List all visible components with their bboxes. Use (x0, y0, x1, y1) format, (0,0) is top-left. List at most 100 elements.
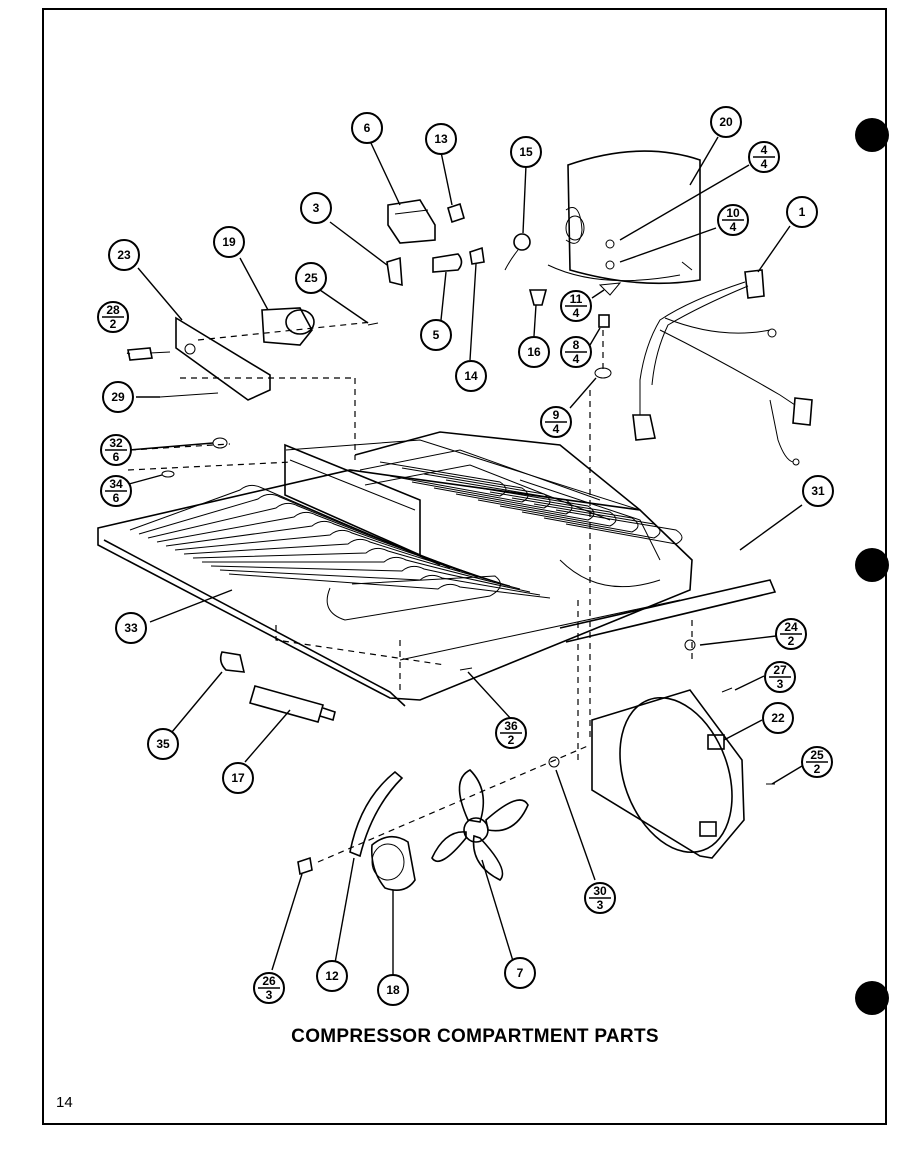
coil-tube (147, 502, 461, 572)
callout-part-number: 30 (593, 884, 607, 898)
callout-part-number: 19 (222, 235, 236, 249)
coil-tube (165, 520, 481, 578)
relay-parts (386, 199, 622, 379)
callout-4-4: 44 (748, 141, 780, 173)
diagram-title: COMPRESSOR COMPARTMENT PARTS (291, 1026, 659, 1047)
coil-tube (183, 538, 501, 584)
callout-30-3: 303 (584, 882, 616, 914)
callout-quantity: 2 (110, 317, 117, 331)
callout-part-number: 33 (124, 621, 138, 635)
callout-part-number: 15 (519, 145, 533, 159)
coil-tube (138, 493, 451, 569)
coil-tube (210, 565, 531, 593)
coil-tube (555, 509, 683, 545)
callout-quantity: 3 (777, 677, 784, 691)
callout-quantity: 2 (508, 733, 515, 747)
callout-29: 29 (102, 381, 134, 413)
callout-part-number: 10 (726, 206, 740, 220)
callout-33: 33 (115, 612, 147, 644)
callout-part-number: 5 (433, 328, 440, 342)
coil-tube (129, 484, 441, 566)
callout-part-number: 17 (231, 771, 245, 785)
callout-part-number: 34 (109, 477, 123, 491)
bracket-and-switch (127, 307, 379, 478)
callout-32-6: 326 (100, 434, 132, 466)
callout-25: 25 (295, 262, 327, 294)
condenser-base-pan (97, 439, 693, 707)
callout-15: 15 (510, 136, 542, 168)
callout-23: 23 (108, 239, 140, 271)
assembly-lines (127, 321, 693, 863)
callout-12: 12 (316, 960, 348, 992)
callout-part-number: 11 (570, 292, 583, 306)
callout-14: 14 (455, 360, 487, 392)
callout-10-4: 104 (717, 204, 749, 236)
callout-part-number: 35 (156, 737, 170, 751)
binder-hole-bottom (855, 981, 889, 1015)
callout-part-number: 4 (761, 143, 768, 157)
callout-part-number: 25 (304, 271, 318, 285)
callout-35: 35 (147, 728, 179, 760)
callout-quantity: 4 (553, 422, 560, 436)
drier-and-clip (219, 651, 336, 723)
callout-part-number: 12 (325, 969, 339, 983)
callout-quantity: 4 (573, 306, 580, 320)
callout-part-number: 24 (784, 620, 798, 634)
condenser-tube (559, 579, 777, 643)
callout-36-2: 362 (495, 717, 527, 749)
fan-blade-motor (297, 639, 775, 891)
callout-part-number: 13 (434, 132, 448, 146)
callout-part-number: 27 (773, 663, 787, 677)
coil-tube (423, 473, 551, 509)
callout-27-3: 273 (764, 661, 796, 693)
callout-part-number: 23 (117, 248, 131, 262)
callout-part-number: 18 (386, 983, 400, 997)
callout-quantity: 6 (113, 491, 120, 505)
callout-part-number: 22 (771, 711, 785, 725)
callout-9-4: 94 (540, 406, 572, 438)
callout-5: 5 (420, 319, 452, 351)
callout-13: 13 (425, 123, 457, 155)
coil-tube (511, 497, 639, 533)
callout-28-2: 282 (97, 301, 129, 333)
callout-part-number: 16 (527, 345, 541, 359)
binder-hole-middle (855, 548, 889, 582)
callout-quantity: 2 (814, 762, 821, 776)
callout-20: 20 (710, 106, 742, 138)
callout-quantity: 3 (266, 988, 273, 1002)
callout-part-number: 6 (364, 121, 371, 135)
coil-tube (174, 529, 491, 581)
callout-quantity: 4 (761, 157, 768, 171)
coil-tube (202, 556, 521, 590)
condenser-coil (129, 461, 683, 599)
callout-24-2: 242 (775, 618, 807, 650)
callout-34-6: 346 (100, 475, 132, 507)
fan-shroud (591, 689, 745, 859)
leader-lines (126, 136, 803, 977)
callout-11-4: 114 (560, 290, 592, 322)
callout-19: 19 (213, 226, 245, 258)
callout-25-2: 252 (801, 746, 833, 778)
callout-quantity: 3 (597, 898, 604, 912)
callout-part-number: 1 (799, 205, 806, 219)
page-number: 14 (56, 1094, 73, 1111)
callout-part-number: 29 (111, 390, 125, 404)
compressor (547, 150, 701, 285)
callout-part-number: 26 (262, 974, 276, 988)
binder-hole-top (855, 118, 889, 152)
callout-quantity: 4 (573, 352, 580, 366)
callout-quantity: 4 (730, 220, 737, 234)
callout-part-number: 3 (313, 201, 320, 215)
callout-part-number: 25 (810, 748, 824, 762)
coil-tube (192, 547, 511, 587)
coil-tube (156, 511, 471, 575)
callout-26-3: 263 (253, 972, 285, 1004)
callout-quantity: 2 (788, 634, 795, 648)
callout-7: 7 (504, 957, 536, 989)
callout-3: 3 (300, 192, 332, 224)
coil-tube (228, 573, 551, 599)
callout-part-number: 9 (553, 408, 560, 422)
